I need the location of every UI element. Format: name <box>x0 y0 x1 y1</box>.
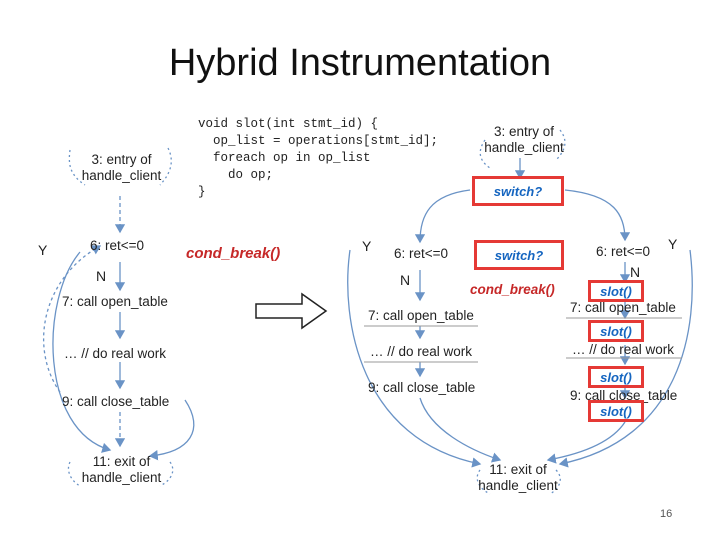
right-cond-break-label: cond_break() <box>470 282 555 297</box>
slot-box-3: slot() <box>588 366 644 388</box>
right-yes-right-label: Y <box>668 236 678 252</box>
left-no-label: N <box>96 268 107 284</box>
right-no-left-label: N <box>400 272 411 288</box>
left-yes-label: Y <box>38 242 48 258</box>
left-close-table-node: 9: call close_table <box>62 394 170 409</box>
left-open-table-node: 7: call open_table <box>62 294 168 309</box>
slot-box-1: slot() <box>588 280 644 302</box>
right-open-right-node: 7: call open_table <box>570 300 676 315</box>
switch-mid-box: switch? <box>474 240 564 270</box>
left-flow-edges <box>42 147 195 487</box>
cond-break-label: cond_break() <box>186 245 281 262</box>
page-number: 16 <box>660 508 673 520</box>
left-work-node: … // do real work <box>64 346 167 361</box>
left-exit-node: 11: exit of handle_client <box>81 454 162 485</box>
left-entry-node: 3: entry of handle_client <box>81 152 162 183</box>
switch-top-box: switch? <box>472 176 564 206</box>
slot-box-2: slot() <box>588 320 644 342</box>
right-exit-node: 11: exit of handle_client <box>478 462 558 493</box>
statement-underlines <box>364 317 682 363</box>
right-open-left-node: 7: call open_table <box>368 308 474 323</box>
right-yes-left-label: Y <box>362 238 372 254</box>
right-entry-node: 3: entry of handle_client <box>484 124 564 155</box>
right-cond-left-node: 6: ret<=0 <box>394 246 449 261</box>
right-work-left-node: … // do real work <box>370 344 473 359</box>
slot-code-snippet: void slot(int stmt_id) { op_list = opera… <box>198 117 439 199</box>
right-close-right-node: 9: call close_table <box>570 388 678 403</box>
transform-arrow <box>255 292 328 330</box>
slot-box-4: slot() <box>588 400 644 422</box>
right-work-right-node: … // do real work <box>572 342 675 357</box>
right-cond-right-node: 6: ret<=0 <box>596 244 651 259</box>
right-no-right-label: N <box>630 264 641 280</box>
slide-title: Hybrid Instrumentation <box>168 42 552 84</box>
left-cond-node: 6: ret<=0 <box>90 238 145 253</box>
right-close-left-node: 9: call close_table <box>368 380 476 395</box>
